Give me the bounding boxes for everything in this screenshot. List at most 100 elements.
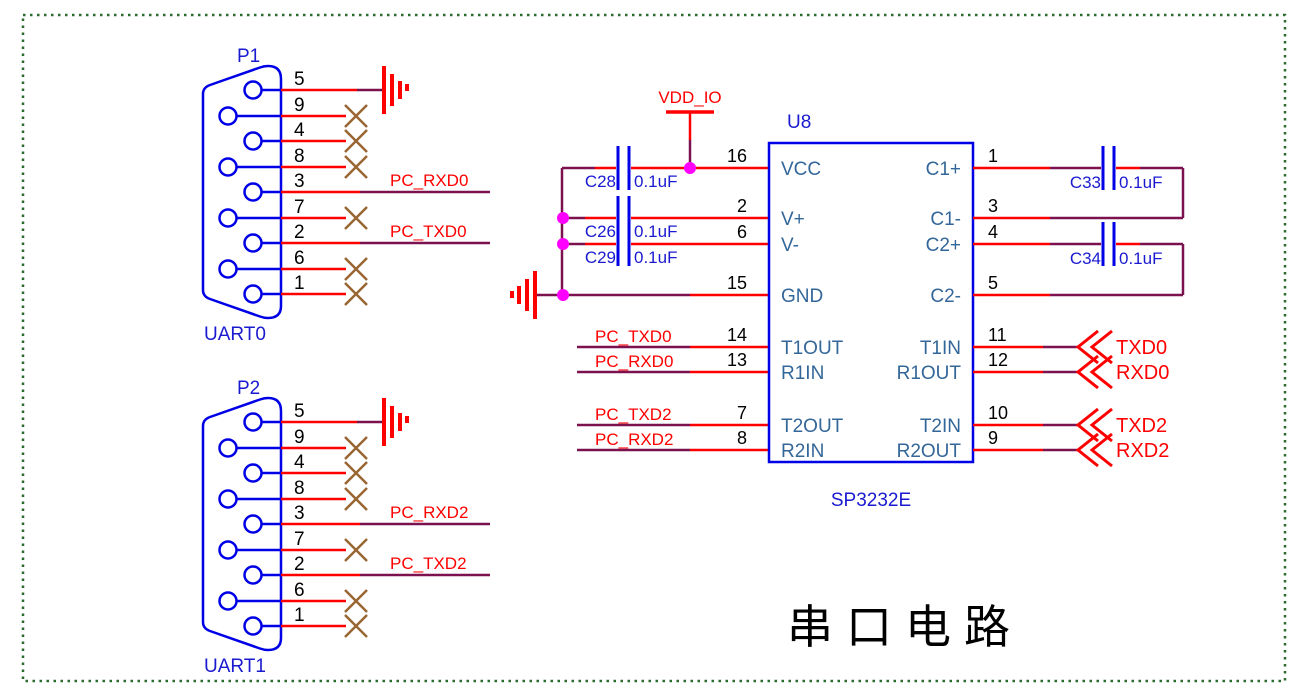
p1-pin-circles	[218, 80, 281, 304]
p1-wires	[281, 88, 490, 296]
svg-text:1: 1	[988, 146, 998, 166]
p2-no-connect-marks	[344, 436, 368, 638]
svg-text:10: 10	[988, 403, 1008, 423]
p1-ref: P1	[237, 46, 260, 67]
svg-text:2: 2	[737, 196, 747, 216]
svg-text:4: 4	[294, 120, 305, 141]
schematic-title: 串口电路	[787, 600, 1023, 654]
svg-text:C1+: C1+	[926, 159, 961, 180]
net-pc-txd2: PC_TXD2	[595, 405, 672, 424]
svg-text:9: 9	[294, 95, 305, 116]
p2-net-rx: PC_RXD2	[390, 503, 468, 522]
p1-no-connect-marks	[344, 104, 368, 306]
port-chevron-txd0	[1075, 329, 1113, 365]
svg-text:4: 4	[988, 222, 998, 242]
svg-text:5: 5	[988, 273, 998, 293]
junction-dot	[557, 289, 569, 301]
svg-text:6: 6	[294, 580, 305, 601]
c28-value: 0.1uF	[634, 172, 677, 191]
svg-text:7: 7	[294, 529, 305, 550]
p1-gnd-symbol	[382, 66, 409, 114]
svg-text:9: 9	[988, 428, 998, 448]
svg-text:R2OUT: R2OUT	[897, 441, 962, 462]
u8-left-pin-names: VCC V+ V- GND T1OUT R1IN T2OUT R2IN	[781, 159, 844, 462]
svg-text:3: 3	[294, 171, 305, 192]
junction-dot	[557, 238, 569, 250]
p1-db9-body	[201, 64, 283, 320]
c33-value: 0.1uF	[1119, 173, 1162, 192]
p1-net-tx: PC_TXD0	[390, 222, 467, 241]
connector-p2: P2 5 9 4 8 3 7 2 6 1	[201, 378, 490, 677]
u8-part: SP3232E	[831, 490, 911, 511]
vdd-io-label: VDD_IO	[658, 88, 721, 107]
u8-body	[767, 141, 975, 464]
svg-text:8: 8	[294, 478, 305, 499]
svg-text:12: 12	[988, 350, 1008, 370]
svg-text:14: 14	[727, 325, 747, 345]
c26-ref: C26	[585, 222, 616, 241]
svg-text:C2+: C2+	[926, 235, 961, 256]
c29-ref: C29	[585, 248, 616, 267]
svg-text:C1-: C1-	[930, 209, 961, 230]
svg-text:T1IN: T1IN	[920, 338, 961, 359]
chip-gnd-symbol	[510, 271, 537, 319]
svg-text:6: 6	[737, 222, 747, 242]
svg-text:R1IN: R1IN	[781, 363, 824, 384]
u8-right-pin-names: C1+ C1- C2+ C2- T1IN R1OUT T2IN R2OUT	[897, 159, 962, 462]
p2-gnd-symbol	[382, 398, 409, 446]
svg-text:V-: V-	[781, 235, 799, 256]
svg-text:5: 5	[294, 401, 305, 422]
svg-text:2: 2	[294, 554, 305, 575]
p1-label: UART0	[204, 324, 266, 345]
p2-wires	[281, 420, 490, 628]
port-txd2: TXD2	[1116, 415, 1167, 437]
svg-text:6: 6	[294, 248, 305, 269]
ic-u8: U8 SP3232E 16 2 6 15 14 13 7 8 VCC V+ V-…	[727, 112, 1008, 511]
svg-text:1: 1	[294, 273, 305, 294]
left-data-nets: PC_TXD0 PC_RXD0 PC_TXD2 PC_RXD2	[577, 327, 769, 452]
junction-dot	[557, 212, 569, 224]
svg-text:VCC: VCC	[781, 159, 821, 180]
p1-pin-numbers: 5 9 4 8 3 7 2 6 1	[294, 69, 305, 294]
p1-net-rx: PC_RXD0	[390, 171, 468, 190]
port-chevron-rxd0	[1075, 354, 1113, 390]
connector-p1: P1 5 9 4 8 3 7 2 6 1	[201, 46, 490, 345]
svg-text:2: 2	[294, 222, 305, 243]
svg-text:13: 13	[727, 350, 747, 370]
right-ports: TXD0 RXD0 TXD2 RXD2	[973, 329, 1169, 468]
svg-text:15: 15	[727, 273, 747, 293]
p2-pin-numbers: 5 9 4 8 3 7 2 6 1	[294, 401, 305, 626]
p2-db9-body	[201, 396, 283, 652]
svg-text:11: 11	[988, 325, 1007, 345]
c34-ref: C34	[1070, 249, 1101, 268]
svg-text:T1OUT: T1OUT	[781, 338, 844, 359]
svg-text:T2OUT: T2OUT	[781, 416, 844, 437]
c29-value: 0.1uF	[634, 248, 677, 267]
svg-text:7: 7	[294, 197, 305, 218]
c34-value: 0.1uF	[1119, 249, 1162, 268]
p2-pin-circles	[218, 412, 281, 636]
svg-text:9: 9	[294, 427, 305, 448]
c26-value: 0.1uF	[634, 222, 677, 241]
net-pc-rxd2: PC_RXD2	[595, 430, 673, 449]
u8-right-pin-numbers: 1 3 4 5 11 12 10 9	[988, 146, 1008, 448]
port-rxd2: RXD2	[1116, 440, 1169, 462]
svg-text:R1OUT: R1OUT	[897, 363, 962, 384]
svg-text:8: 8	[737, 428, 747, 448]
svg-text:T2IN: T2IN	[920, 416, 961, 437]
svg-text:5: 5	[294, 69, 305, 90]
svg-text:16: 16	[727, 146, 747, 166]
p2-label: UART1	[204, 656, 266, 677]
right-charge-pump-caps: C33 0.1uF C34 0.1uF	[973, 146, 1185, 297]
p2-net-tx: PC_TXD2	[390, 554, 467, 573]
vdd-io-power-symbol: VDD_IO	[658, 88, 722, 166]
u8-left-pin-numbers: 16 2 6 15 14 13 7 8	[727, 146, 747, 448]
port-chevron-txd2	[1075, 407, 1113, 443]
port-rxd0: RXD0	[1116, 362, 1169, 384]
svg-text:C2-: C2-	[930, 286, 961, 307]
svg-text:4: 4	[294, 452, 305, 473]
net-pc-txd0: PC_TXD0	[595, 327, 672, 346]
left-bypass-network: C28 0.1uF C26 0.1uF C29 0.1uF	[510, 146, 769, 319]
